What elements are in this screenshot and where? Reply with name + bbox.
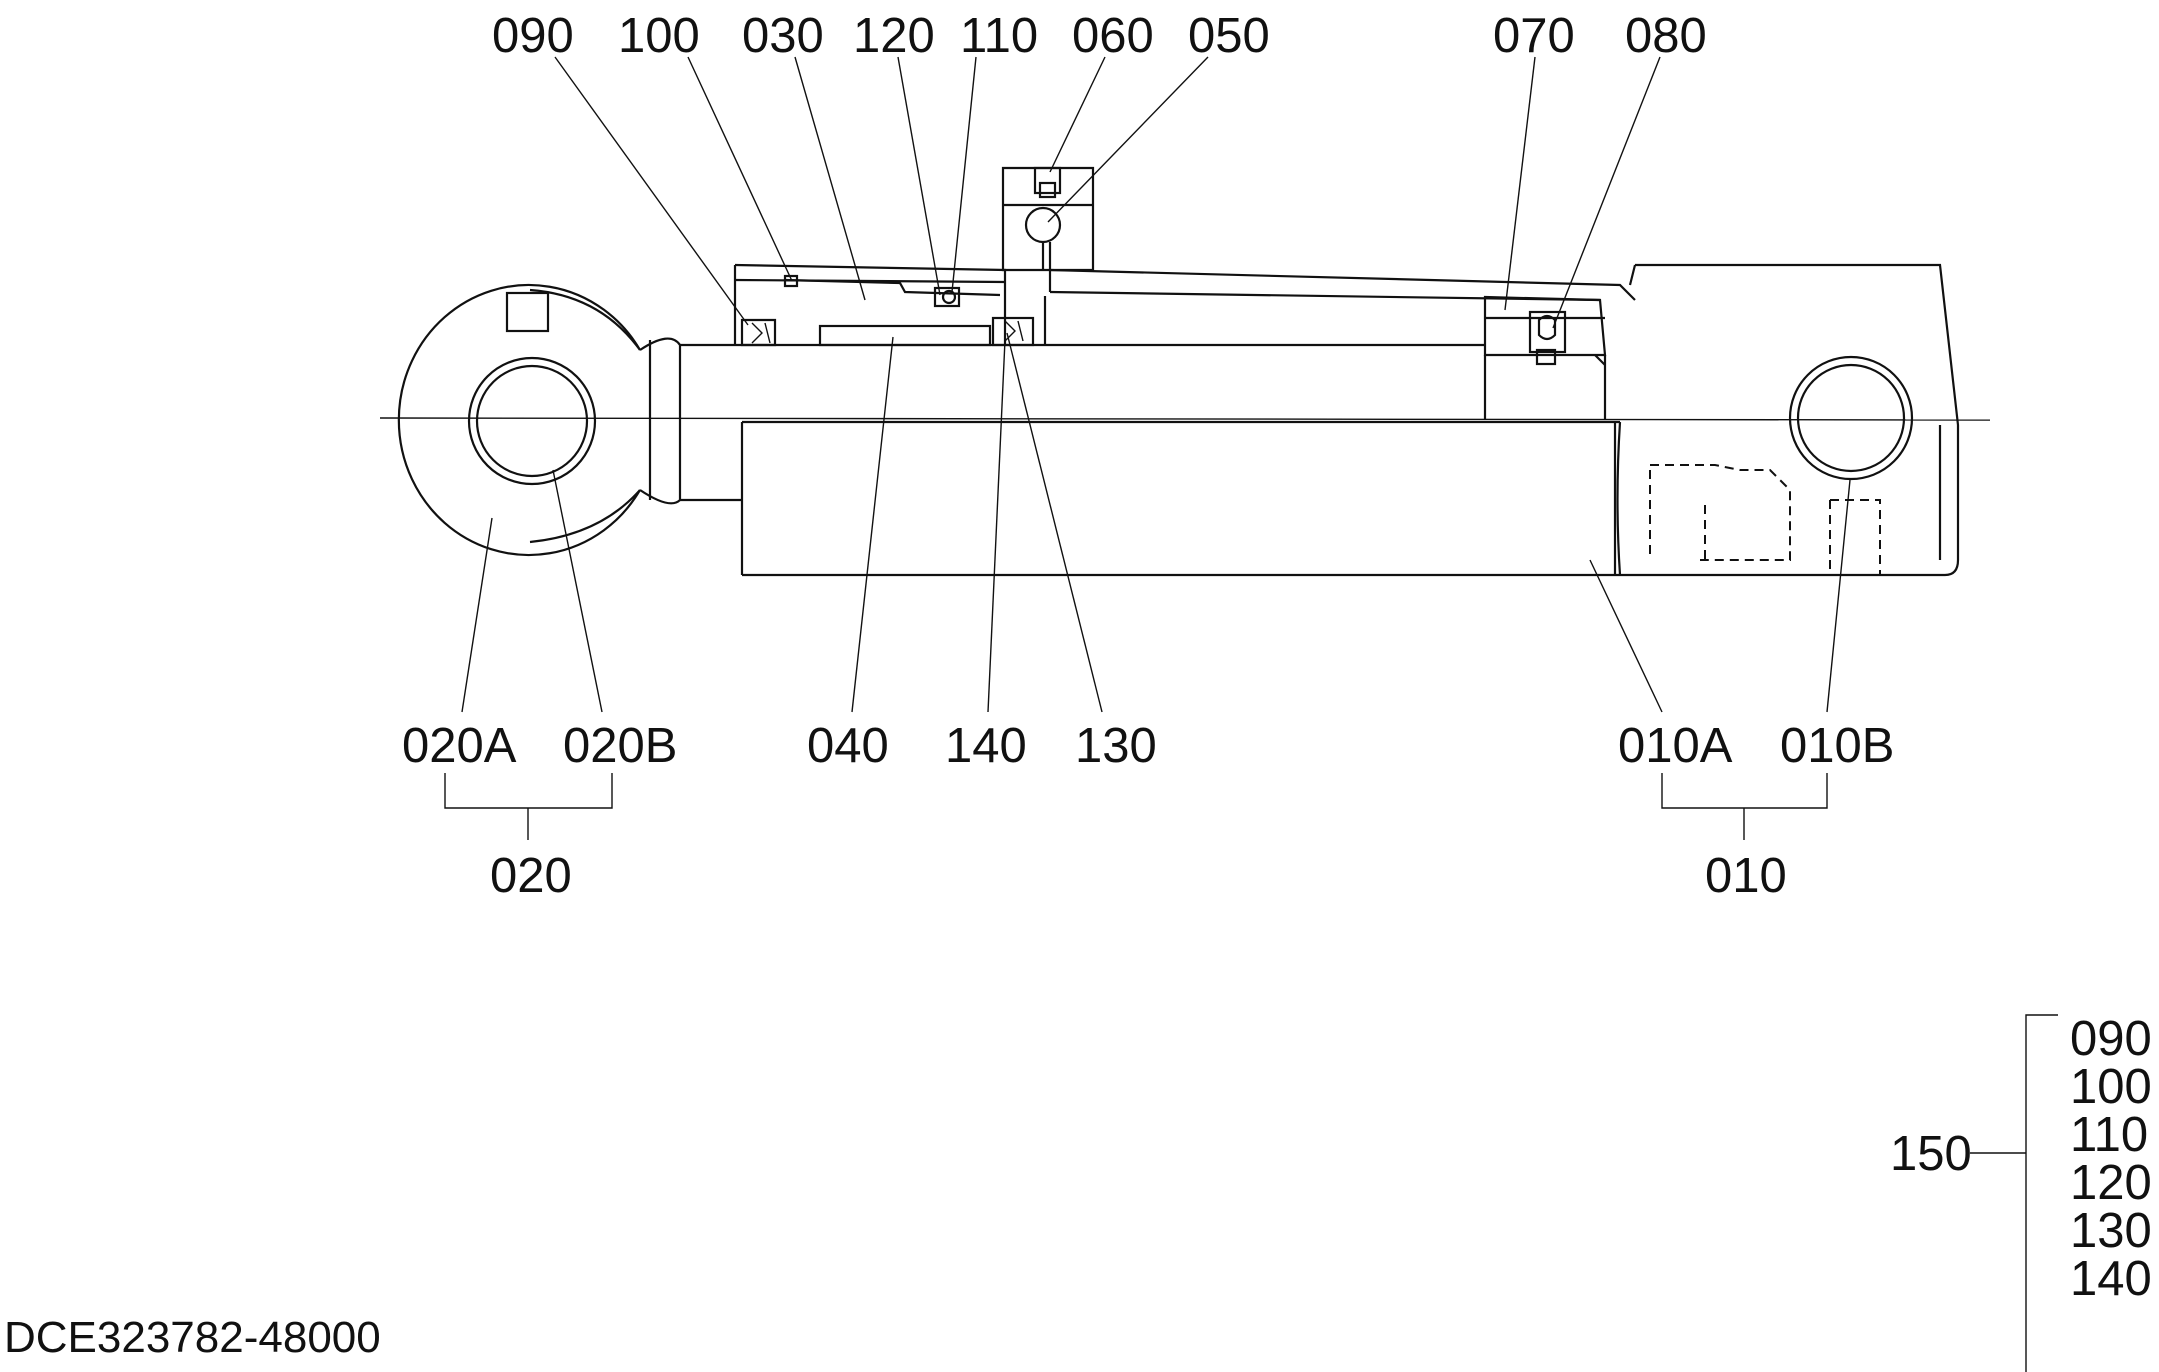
bracket-010 bbox=[1661, 773, 1828, 840]
label-080: 080 bbox=[1625, 9, 1707, 63]
rod-end-eye bbox=[397, 283, 682, 557]
cylinder-assembly-drawing: 090 100 030 120 110 060 050 070 080 020A… bbox=[4, 9, 2152, 1372]
leader-010B bbox=[1826, 479, 1851, 713]
bracket-150 bbox=[1970, 1014, 2058, 1372]
cylinder-cap-end bbox=[1620, 263, 1960, 577]
rod-eye-bushing-outer bbox=[467, 356, 597, 486]
kit-item: 090 bbox=[2070, 1012, 2152, 1066]
leader-100 bbox=[687, 56, 793, 282]
kit-item: 110 bbox=[2070, 1108, 2148, 1162]
kit-item: 140 bbox=[2070, 1252, 2152, 1306]
label-040: 040 bbox=[807, 719, 889, 773]
grease-nipple-block bbox=[1001, 166, 1095, 292]
label-130: 130 bbox=[1075, 719, 1157, 773]
kit-item: 120 bbox=[2070, 1156, 2152, 1210]
seal-kit-group: 150 090 100 110 120 130 140 bbox=[1890, 1012, 2152, 1306]
label-090: 090 bbox=[492, 9, 574, 63]
label-100: 100 bbox=[618, 9, 700, 63]
leader-080 bbox=[1552, 56, 1661, 329]
kit-label: 150 bbox=[1890, 1127, 1972, 1181]
label-070: 070 bbox=[1493, 9, 1575, 63]
leader-050 bbox=[1047, 56, 1209, 223]
leader-120 bbox=[897, 56, 941, 296]
label-010B: 010B bbox=[1780, 719, 1894, 773]
bracket-020 bbox=[444, 773, 613, 840]
drawing-code: DCE323782-48000 bbox=[4, 1313, 381, 1362]
label-110: 110 bbox=[960, 9, 1038, 63]
rod-guide-head bbox=[733, 263, 1047, 347]
leader-070 bbox=[1504, 56, 1536, 311]
label-120: 120 bbox=[853, 9, 935, 63]
leader-030 bbox=[794, 56, 866, 301]
leader-lines bbox=[461, 56, 1851, 713]
leader-060 bbox=[1049, 56, 1106, 173]
label-140: 140 bbox=[945, 719, 1027, 773]
label-020: 020 bbox=[490, 849, 572, 903]
center-line bbox=[379, 417, 1991, 421]
label-010A: 010A bbox=[1618, 719, 1733, 773]
leader-020B bbox=[552, 469, 603, 713]
kit-item: 130 bbox=[2070, 1204, 2152, 1258]
label-010: 010 bbox=[1705, 849, 1787, 903]
label-060: 060 bbox=[1072, 9, 1154, 63]
kit-item: 100 bbox=[2070, 1060, 2152, 1114]
group-brackets bbox=[444, 773, 2058, 1372]
rod-eye-bushing-inner bbox=[475, 364, 589, 478]
cap-eye-bushing-outer bbox=[1788, 355, 1914, 481]
label-030: 030 bbox=[742, 9, 824, 63]
leader-040 bbox=[851, 336, 894, 713]
leader-140 bbox=[987, 339, 1006, 713]
cap-eye-bushing-inner bbox=[1796, 363, 1906, 473]
label-020B: 020B bbox=[563, 719, 677, 773]
piston bbox=[1483, 295, 1607, 420]
leader-090 bbox=[554, 56, 749, 326]
leader-110 bbox=[951, 56, 977, 293]
piston-rod bbox=[680, 343, 1485, 575]
leader-130 bbox=[1006, 332, 1103, 713]
cylinder-tube bbox=[742, 268, 1636, 577]
label-050: 050 bbox=[1188, 9, 1270, 63]
leader-020A bbox=[461, 517, 493, 713]
label-020A: 020A bbox=[402, 719, 517, 773]
part-number-labels: 090 100 030 120 110 060 050 070 080 020A… bbox=[402, 9, 1894, 903]
leader-010A bbox=[1589, 559, 1663, 713]
